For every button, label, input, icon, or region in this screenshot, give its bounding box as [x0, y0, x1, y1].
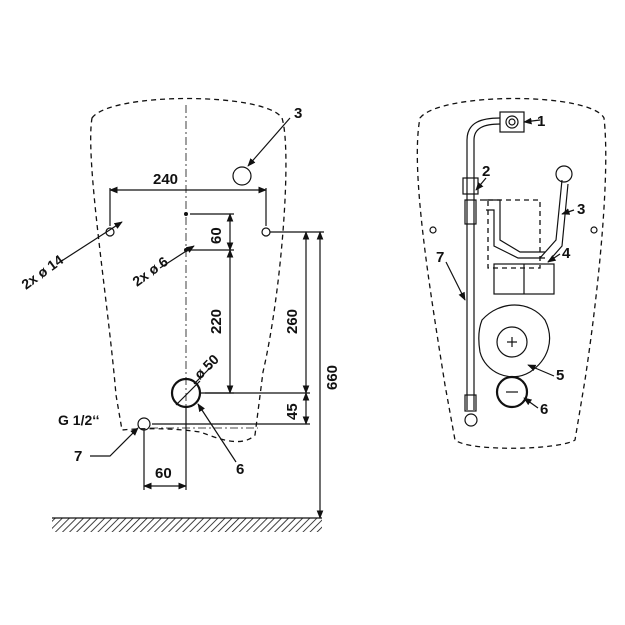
left-callout-3: 3 [294, 105, 302, 122]
valve-body [499, 111, 525, 133]
right-callout-7: 7 [436, 249, 444, 266]
thread-label: G 1/2‘‘ [58, 412, 100, 428]
right-callout-5: 5 [556, 367, 564, 384]
right-callout-2: 2 [482, 163, 490, 180]
bottom-inlet-circle [464, 413, 478, 427]
dim-660-label: 660 [324, 365, 341, 390]
left-callout-7: 7 [74, 448, 82, 465]
left-bowl-outline [90, 97, 287, 443]
dim-220-label: 220 [208, 309, 225, 334]
right-mount-hole-left [429, 226, 437, 234]
small-hole-top [184, 212, 188, 216]
dim-45-label: 45 [284, 403, 301, 420]
mount-hole-right [261, 227, 271, 237]
connector-fitting [462, 177, 479, 195]
right-mount-hole-right [590, 226, 598, 234]
right-bowl-outline [416, 97, 607, 449]
right-callout-1: 1 [537, 113, 545, 130]
dim-60-top-label: 60 [208, 227, 225, 244]
minus-button [495, 375, 529, 409]
plus-button [496, 326, 528, 358]
right-view: 1 2 3 4 5 6 7 [416, 97, 607, 449]
dim-240-label: 240 [153, 171, 178, 188]
pipe-50-label: ø 50 [191, 351, 222, 382]
control-unit-body [478, 304, 551, 378]
hole-6-label: 2x ø 6 [129, 253, 171, 289]
left-view: 240 60 220 260 45 660 60 2x ø 14 2x ø 6 [18, 97, 341, 532]
dim-260-label: 260 [284, 309, 301, 334]
floor-hatch [52, 518, 322, 532]
sensor-window-circle [232, 166, 252, 186]
hole-14-label: 2x ø 14 [18, 251, 66, 292]
right-callout-6: 6 [540, 401, 548, 418]
right-callout-4: 4 [562, 245, 571, 262]
right-callout-3: 3 [577, 201, 585, 218]
left-callout-6: 6 [236, 461, 244, 478]
sensor-circle [555, 165, 573, 183]
dim-60-bottom-label: 60 [155, 465, 172, 482]
